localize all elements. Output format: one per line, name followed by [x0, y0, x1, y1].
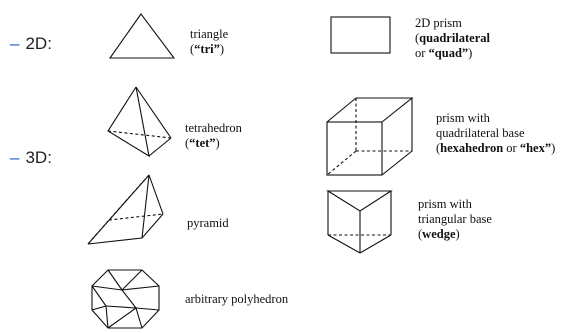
hexahedron-line2: quadrilateral base — [436, 126, 525, 140]
hexahedron-line1: prism with — [436, 111, 490, 125]
label-2d-text: 2D: — [25, 34, 52, 53]
triangle-label: triangle (“tri”) — [190, 27, 228, 57]
wedge-shape — [326, 190, 393, 254]
quadrilateral-label: 2D prism (quadrilateral or “quad”) — [415, 16, 490, 61]
hexahedron-shape — [326, 97, 414, 176]
label-2d: –2D: — [10, 34, 52, 54]
triangle-shape — [108, 13, 176, 59]
tetrahedron-name: tetrahedron — [185, 121, 242, 135]
tetrahedron-shape — [107, 86, 172, 158]
polyhedron-shape — [91, 269, 160, 329]
triangle-name: triangle — [190, 27, 229, 41]
dash-3d: – — [10, 148, 20, 167]
wedge-abbrev: (wedge) — [418, 227, 460, 241]
triangle-abbrev: (“tri”) — [190, 42, 225, 56]
hexahedron-label: prism with quadrilateral base (hexahedro… — [436, 111, 555, 156]
pyramid-shape — [87, 174, 164, 245]
pyramid-label: pyramid — [187, 216, 229, 231]
pyramid-name: pyramid — [187, 216, 229, 230]
quadrilateral-shape — [330, 16, 391, 54]
tetrahedron-label: tetrahedron (“tet”) — [185, 121, 242, 151]
quadrilateral-abbrev: or “quad”) — [415, 46, 473, 60]
label-3d: –3D: — [10, 148, 52, 168]
hexahedron-abbrev: (hexahedron or “hex”) — [436, 141, 556, 155]
quadrilateral-name: 2D prism — [415, 16, 462, 30]
wedge-line1: prism with — [418, 197, 472, 211]
tetrahedron-abbrev: (“tet”) — [185, 136, 220, 150]
quadrilateral-desc: (quadrilateral — [415, 31, 491, 45]
label-3d-text: 3D: — [25, 148, 52, 167]
polyhedron-name: arbitrary polyhedron — [185, 292, 289, 306]
wedge-label: prism with triangular base (wedge) — [418, 197, 492, 242]
polyhedron-label: arbitrary polyhedron — [185, 292, 288, 307]
dash-2d: – — [10, 34, 20, 53]
wedge-line2: triangular base — [418, 212, 492, 226]
